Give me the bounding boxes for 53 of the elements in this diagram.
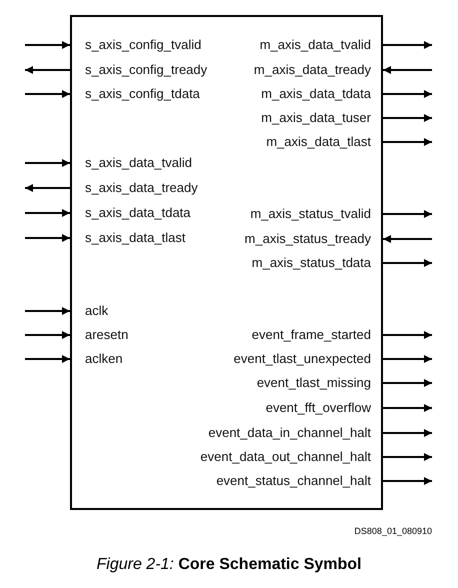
port-name: event_data_out_channel_halt xyxy=(200,447,381,467)
arrow xyxy=(383,259,432,267)
port-name: m_axis_status_tvalid xyxy=(250,204,381,224)
port-name: m_axis_data_tvalid xyxy=(260,35,381,55)
arrow xyxy=(383,379,432,387)
arrow xyxy=(25,209,70,217)
arrow xyxy=(25,234,70,242)
port-name: aclken xyxy=(72,349,123,369)
arrow xyxy=(383,210,432,218)
port-name: m_axis_status_tready xyxy=(244,229,381,249)
port-name: m_axis_data_tdata xyxy=(261,84,381,104)
port-name: aresetn xyxy=(72,325,128,345)
port-name: s_axis_data_tready xyxy=(72,178,198,198)
arrow xyxy=(25,41,70,49)
arrow xyxy=(383,235,432,243)
figure-caption: Figure 2-1: Core Schematic Symbol xyxy=(96,556,362,574)
arrow xyxy=(383,429,432,437)
arrow xyxy=(25,355,70,363)
port-name: s_axis_config_tvalid xyxy=(72,35,202,55)
port-name: s_axis_data_tlast xyxy=(72,228,186,248)
port-name: event_frame_started xyxy=(252,325,381,345)
arrow xyxy=(383,453,432,461)
port-name: s_axis_data_tdata xyxy=(72,203,191,223)
figure-id: DS808_01_080910 xyxy=(354,526,432,536)
port-name: m_axis_status_tdata xyxy=(252,253,381,273)
port-name: event_data_in_channel_halt xyxy=(208,423,381,443)
arrow xyxy=(383,66,432,74)
port-name: event_status_channel_halt xyxy=(216,471,381,491)
port-name: event_tlast_missing xyxy=(256,373,381,393)
arrow xyxy=(383,477,432,485)
arrow xyxy=(25,66,70,74)
core-block xyxy=(70,15,383,510)
arrow xyxy=(383,114,432,122)
port-name: m_axis_data_tuser xyxy=(261,108,381,128)
arrow xyxy=(25,159,70,167)
arrow xyxy=(383,138,432,146)
arrow xyxy=(383,90,432,98)
port-name: m_axis_data_tready xyxy=(254,60,381,80)
port-name: s_axis_config_tready xyxy=(72,60,208,80)
port-name: aclk xyxy=(72,301,108,321)
arrow xyxy=(383,404,432,412)
arrow xyxy=(25,331,70,339)
arrow xyxy=(25,184,70,192)
port-name: m_axis_data_tlast xyxy=(266,132,381,152)
arrow xyxy=(383,355,432,363)
arrow xyxy=(383,331,432,339)
arrow xyxy=(383,41,432,49)
arrow xyxy=(25,307,70,315)
port-name: s_axis_config_tdata xyxy=(72,84,200,104)
arrow xyxy=(25,90,70,98)
port-name: event_fft_overflow xyxy=(266,398,381,418)
port-name: event_tlast_unexpected xyxy=(234,349,381,369)
port-name: s_axis_data_tvalid xyxy=(72,153,192,173)
